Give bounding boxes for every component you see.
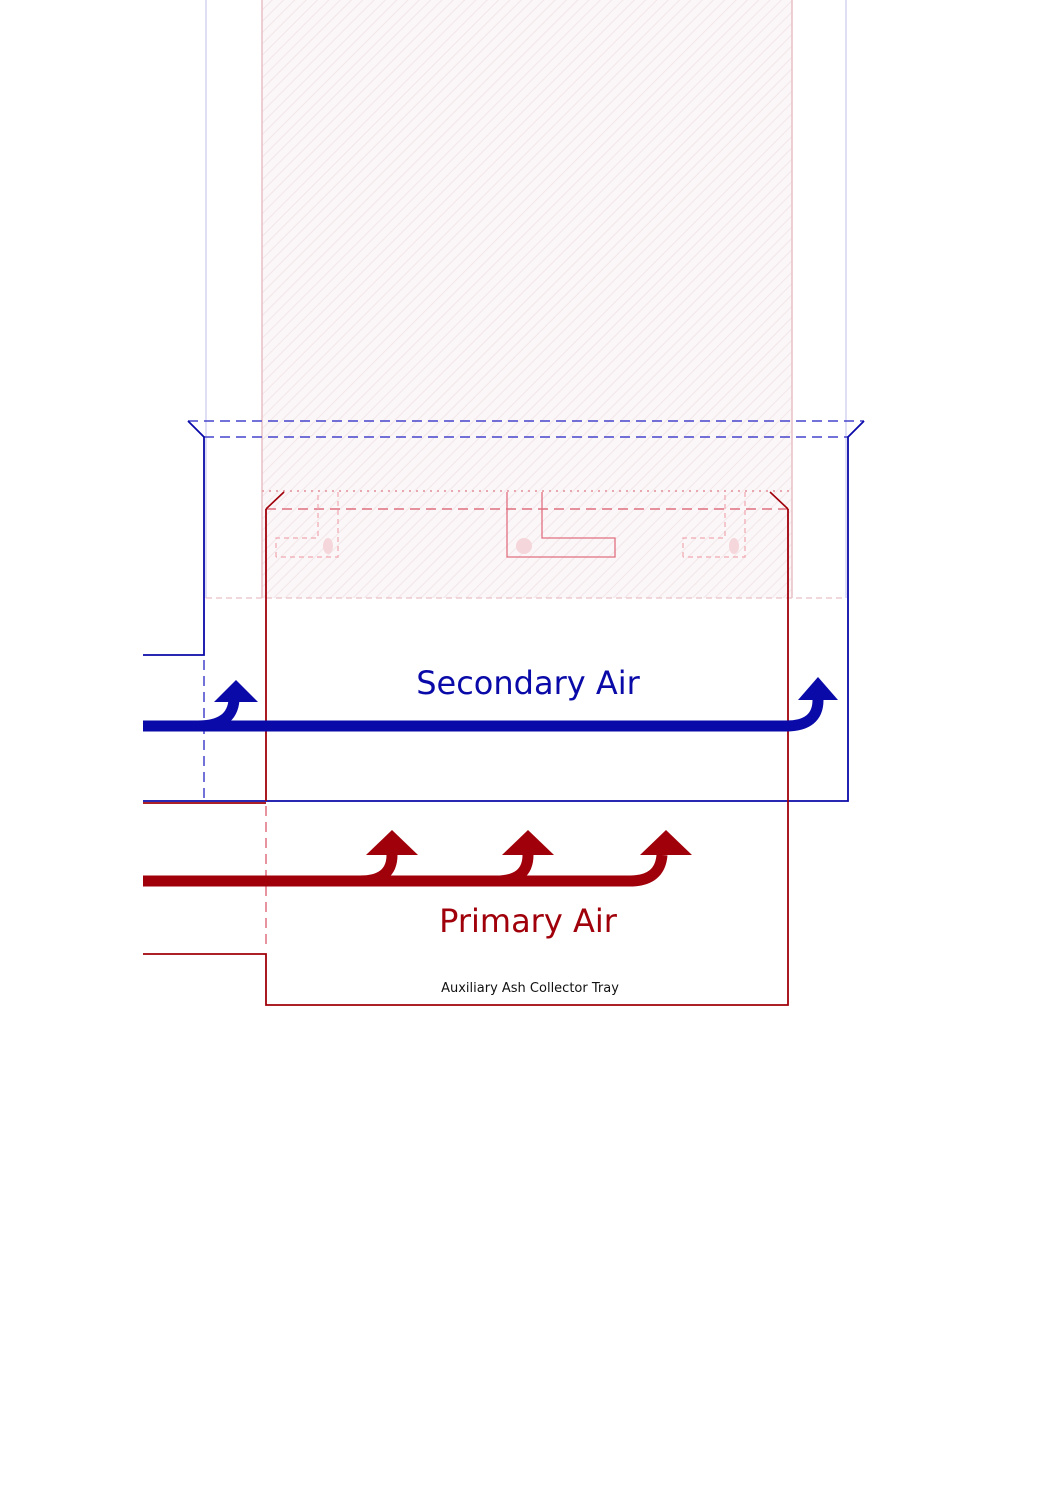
secondary-arrowhead-left — [214, 680, 258, 702]
secondary-air-housing — [143, 420, 865, 802]
primary-air-flow — [143, 830, 692, 887]
primary-arrowhead-3 — [640, 830, 692, 855]
ash-tray-label: Auxiliary Ash Collector Tray — [441, 981, 619, 996]
firebox-column — [205, 0, 847, 599]
secondary-air-flow — [143, 677, 838, 732]
primary-air-label: Primary Air — [439, 902, 618, 940]
secondary-arrowhead-right — [798, 677, 838, 700]
secondary-air-label: Secondary Air — [416, 664, 640, 702]
primary-arrowhead-1 — [366, 830, 418, 855]
grate-assembly — [262, 490, 792, 558]
primary-arrowhead-2 — [502, 830, 554, 855]
